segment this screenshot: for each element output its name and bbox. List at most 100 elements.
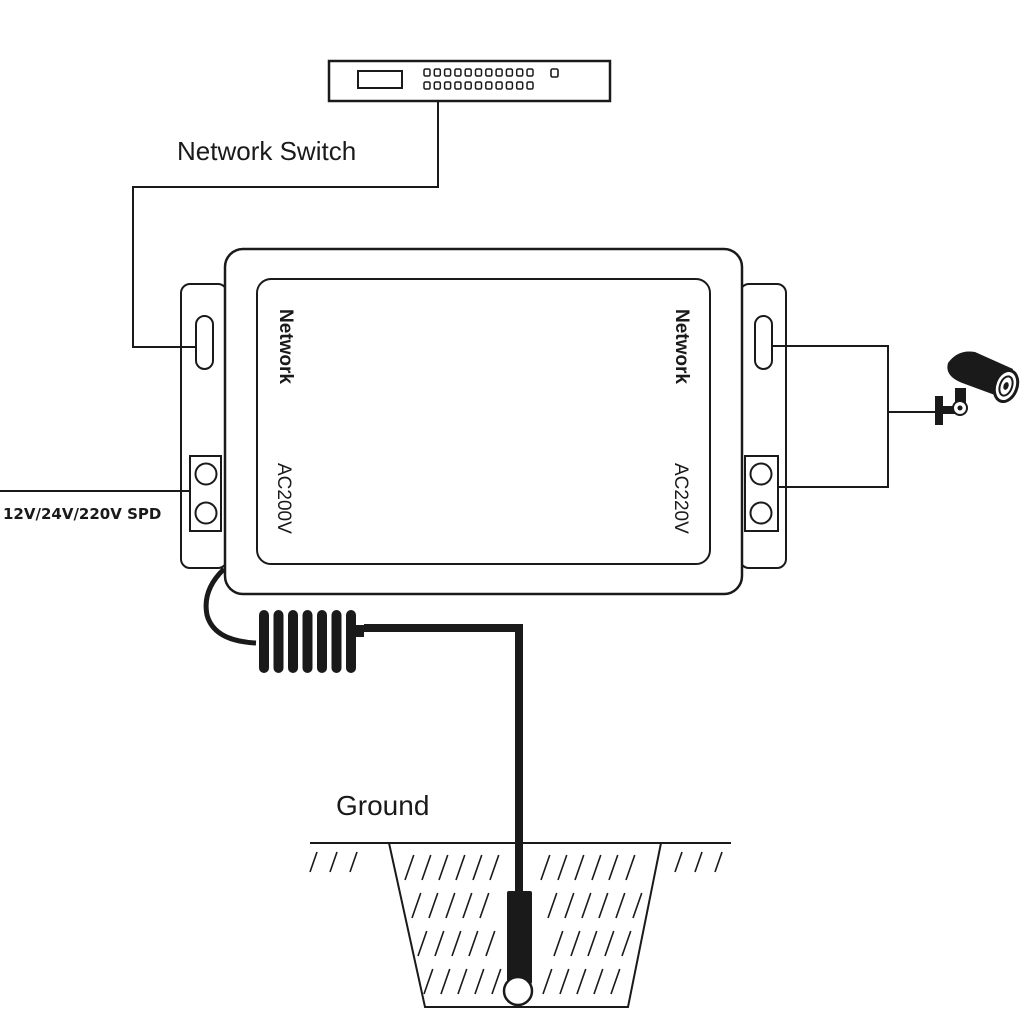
ground-cable-loop [203, 567, 257, 646]
hatch-mark [547, 892, 558, 919]
hatch-mark [329, 851, 338, 873]
hatch-mark [608, 854, 619, 881]
hatch-mark [674, 851, 683, 873]
switch-port-icon [526, 68, 534, 77]
hatch-mark [714, 851, 723, 873]
switch-port-icon [464, 81, 472, 90]
switch-port-icon [443, 68, 452, 77]
right-ac-label: AC220V [670, 463, 691, 534]
hatch-mark [610, 968, 621, 995]
hatch-mark [309, 851, 318, 873]
ground-cable-ferrite-coil [259, 610, 356, 673]
hatch-mark [625, 854, 636, 881]
switch-port-icon [474, 81, 483, 90]
hatch-mark [462, 892, 473, 919]
coil-segment [331, 610, 342, 673]
hatch-mark [694, 851, 703, 873]
hatch-mark [417, 930, 428, 957]
hatch-mark [451, 930, 462, 957]
switch-port-icon [485, 68, 493, 77]
spd-power-label: 12V/24V/220V SPD [3, 505, 161, 523]
coil-segment [259, 610, 269, 673]
switch-port-icon [515, 68, 524, 77]
hatch-mark [468, 930, 479, 957]
network-switch-label: Network Switch [177, 136, 356, 166]
cctv-camera-icon [935, 351, 1020, 425]
left-network-label: Network [275, 309, 296, 384]
hatch-mark [434, 930, 445, 957]
switch-port-icon [454, 68, 462, 77]
coil-segment [317, 610, 327, 673]
switch-port-icon [423, 81, 431, 90]
switch-port-icon [454, 81, 462, 90]
hatch-mark [489, 854, 500, 881]
switch-port-icon [485, 81, 493, 90]
coil-segment [346, 610, 356, 673]
ground-cable-connector [356, 625, 364, 637]
hatch-mark [472, 854, 483, 881]
switch-port-icon [505, 81, 514, 90]
hatch-mark [479, 892, 490, 919]
ground-cable [364, 624, 523, 895]
hatch-mark [404, 854, 415, 881]
right-network-label: Network [671, 309, 692, 384]
hatch-mark [474, 968, 485, 995]
switch-uplink-cable [132, 101, 439, 348]
hatch-mark [423, 968, 434, 995]
hatch-mark [557, 854, 568, 881]
right-ac-terminal [744, 455, 779, 532]
switch-port-icon [495, 81, 503, 90]
coil-segment [302, 610, 313, 673]
switch-port-icon [495, 68, 503, 77]
hatch-mark [559, 968, 570, 995]
camera-network-cable [772, 345, 889, 488]
left-ac-terminal [189, 455, 222, 532]
hatch-mark [411, 892, 422, 919]
hatch-mark [553, 930, 564, 957]
hatch-mark [542, 968, 553, 995]
hatch-mark [349, 851, 358, 873]
box-housing [223, 247, 744, 596]
hatch-mark [457, 968, 468, 995]
hatch-mark [604, 930, 615, 957]
hatch-mark [455, 854, 466, 881]
coil-segment [288, 610, 298, 673]
hatch-mark [491, 968, 502, 995]
ground-label: Ground [336, 790, 429, 821]
left-ac-label: AC200V [273, 463, 294, 534]
hatch-mark [581, 892, 592, 919]
switch-ports [423, 68, 534, 90]
box-inner-panel [256, 278, 711, 565]
hatch-mark [632, 892, 643, 919]
switch-port-icon [443, 81, 452, 90]
coil-segment [273, 610, 284, 673]
hatch-mark [440, 968, 451, 995]
hatch-mark [428, 892, 439, 919]
left-mount-slot [195, 315, 214, 370]
network-switch-icon [327, 59, 612, 103]
hatch-mark [574, 854, 585, 881]
hatch-mark [485, 930, 496, 957]
ground-electrode-icon [502, 891, 534, 1007]
hatch-mark [587, 930, 598, 957]
right-mount-slot [754, 315, 773, 370]
hatch-mark [438, 854, 449, 881]
right-mount-bracket [739, 283, 787, 569]
hatch-mark [421, 854, 432, 881]
switch-port-icon [433, 81, 442, 90]
hatch-mark [621, 930, 632, 957]
hatch-mark [445, 892, 456, 919]
hatch-mark [564, 892, 575, 919]
surge-protector-box: Network AC200V Network AC220V [180, 247, 787, 596]
switch-port-icon [474, 68, 483, 77]
switch-port-icon [526, 81, 534, 90]
switch-port-icon [515, 81, 524, 90]
ground-pit [388, 842, 662, 1008]
switch-port-icon [464, 68, 472, 77]
hatch-mark [591, 854, 602, 881]
hatch-mark [598, 892, 609, 919]
switch-port-icon [505, 68, 514, 77]
hatch-mark [576, 968, 587, 995]
hatch-mark [570, 930, 581, 957]
